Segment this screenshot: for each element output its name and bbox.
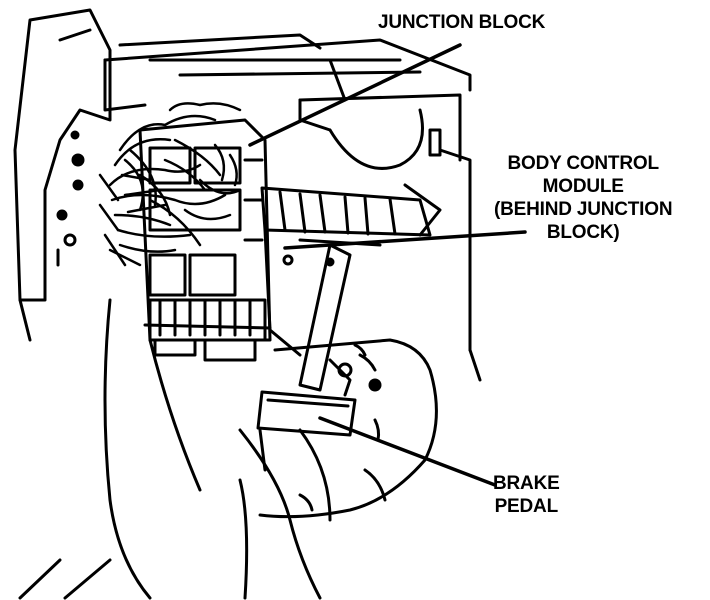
dashboard-structure-drawing [103, 33, 482, 382]
brake-pedal-line-2: PEDAL [494, 496, 559, 517]
a-pillar-drawing [13, 8, 112, 342]
leader-brake-pedal [318, 416, 497, 487]
junction-block-label-text: JUNCTION BLOCK [378, 12, 546, 33]
brake-pedal-line-1: BRAKE [493, 473, 560, 494]
body-control-module-line-2: MODULE [542, 176, 624, 197]
brake-pedal-drawing [256, 243, 357, 437]
body-control-module-label: BODY CONTROL MODULE (BEHIND JUNCTION BLO… [494, 152, 673, 244]
brake-pedal-label: BRAKE PEDAL [493, 472, 560, 518]
leader-body-control-module [283, 230, 527, 250]
wiring-harness-drawing [98, 102, 242, 267]
junction-block-label: JUNCTION BLOCK [378, 11, 545, 34]
floor-console-drawing [18, 298, 438, 600]
body-control-module-line-1: BODY CONTROL [507, 153, 659, 174]
junction-block-drawing [138, 118, 272, 362]
callout-leader-lines [248, 43, 527, 487]
leader-junction-block [248, 43, 462, 147]
body-control-module-line-3: (BEHIND JUNCTION [494, 199, 673, 220]
body-control-module-line-4: BLOCK) [546, 222, 620, 243]
